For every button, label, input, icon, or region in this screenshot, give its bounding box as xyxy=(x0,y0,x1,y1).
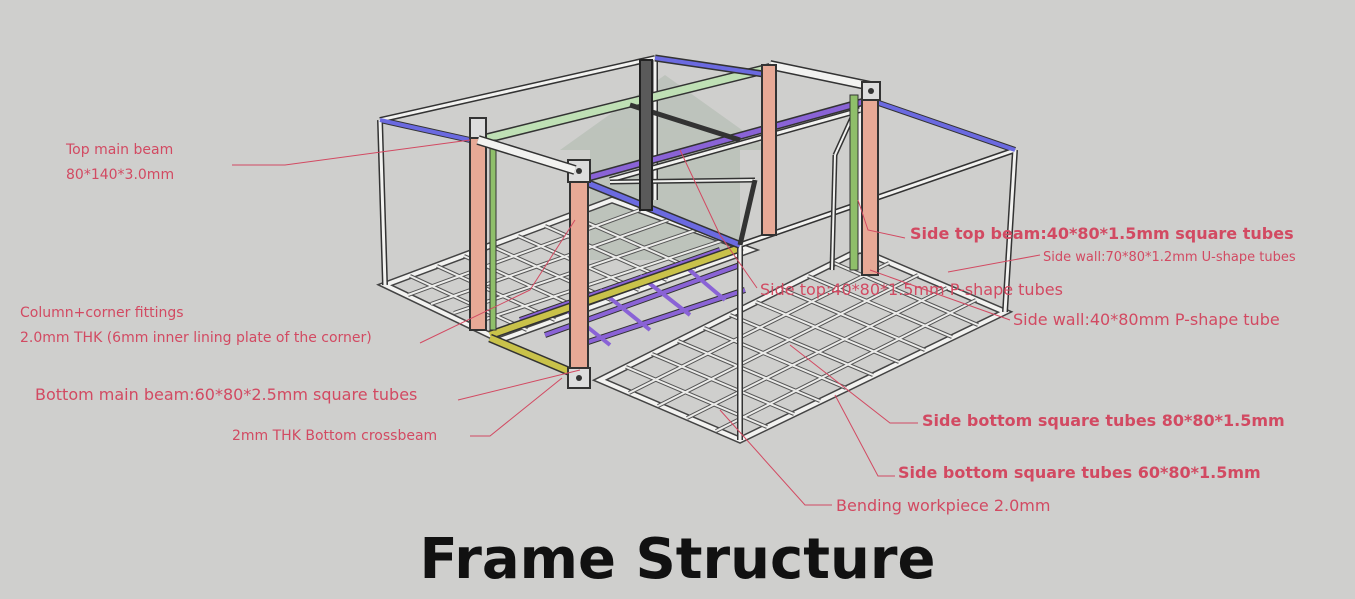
label-top-main-beam: Top main beam xyxy=(66,142,174,158)
label-bending-workpiece: Bending workpiece 2.0mm xyxy=(836,496,1051,515)
leader-lines xyxy=(232,139,1041,506)
label-bottom-crossbeam: 2mm THK Bottom crossbeam xyxy=(232,428,438,444)
front-top-beam xyxy=(476,135,577,175)
left-wall-frame xyxy=(377,55,658,286)
label-column-corner: Column+corner fittings xyxy=(20,305,184,321)
label-side-bottom-80: Side bottom square tubes 80*80*1.5mm xyxy=(922,411,1285,430)
label-column-corner-spec: 2.0mm THK (6mm inner lining plate of the… xyxy=(20,330,372,346)
label-bottom-main-beam: Bottom main beam:60*80*2.5mm square tube… xyxy=(35,385,418,404)
label-side-top-beam: Side top beam:40*80*1.5mm square tubes xyxy=(910,224,1294,243)
label-side-wall-u: Side wall:70*80*1.2mm U-shape tubes xyxy=(1043,250,1296,265)
back-columns xyxy=(639,59,777,236)
label-top-main-beam-spec: 80*140*3.0mm xyxy=(66,167,175,183)
label-side-wall-p: Side wall:40*80mm P-shape tube xyxy=(1013,310,1280,329)
page-title: Frame Structure xyxy=(419,527,936,592)
label-side-bottom-60: Side bottom square tubes 60*80*1.5mm xyxy=(898,463,1261,482)
label-side-top-p: Side top:40*80*1.5mm P-shape tubes xyxy=(760,280,1063,299)
